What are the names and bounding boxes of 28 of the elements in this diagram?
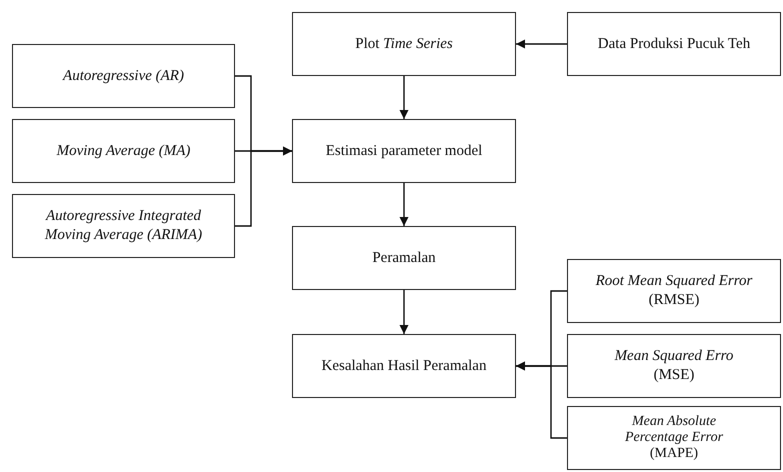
- process-box: [292, 119, 516, 183]
- process-box: [567, 334, 781, 398]
- process-box: [292, 226, 516, 290]
- box-label: Root Mean Squared Error (RMSE): [594, 272, 754, 310]
- arrow: [400, 183, 408, 226]
- box-label: Autoregressive (AR): [63, 66, 184, 86]
- box-label: Peramalan: [372, 248, 436, 268]
- process-box: [567, 259, 781, 323]
- process-box: [12, 119, 235, 183]
- arrow: [400, 76, 408, 119]
- process-box: [567, 406, 781, 470]
- box-label: Mean Squared Erro (MSE): [614, 347, 734, 385]
- process-box: [292, 12, 516, 76]
- box-label: Moving Average (MA): [56, 142, 190, 160]
- arrow: [400, 290, 408, 334]
- arrow: [516, 362, 567, 439]
- arrow: [516, 40, 567, 48]
- process-box: [12, 194, 235, 258]
- box-label: Kesalahan Hasil Peramalan: [322, 356, 486, 376]
- process-box: [292, 334, 516, 398]
- process-box: [12, 44, 235, 108]
- box-label: Mean Absolute Percentage Error (MAPE): [624, 414, 724, 462]
- arrow: [235, 146, 292, 227]
- box-label: Data Produksi Pucuk Teh: [598, 34, 750, 54]
- process-box: [567, 12, 781, 76]
- box-label: Plot Time Series: [355, 34, 453, 54]
- box-label: Estimasi parameter model: [326, 142, 482, 160]
- box-label: Autoregressive Integrated Moving Average (ARIMA): [44, 207, 204, 245]
